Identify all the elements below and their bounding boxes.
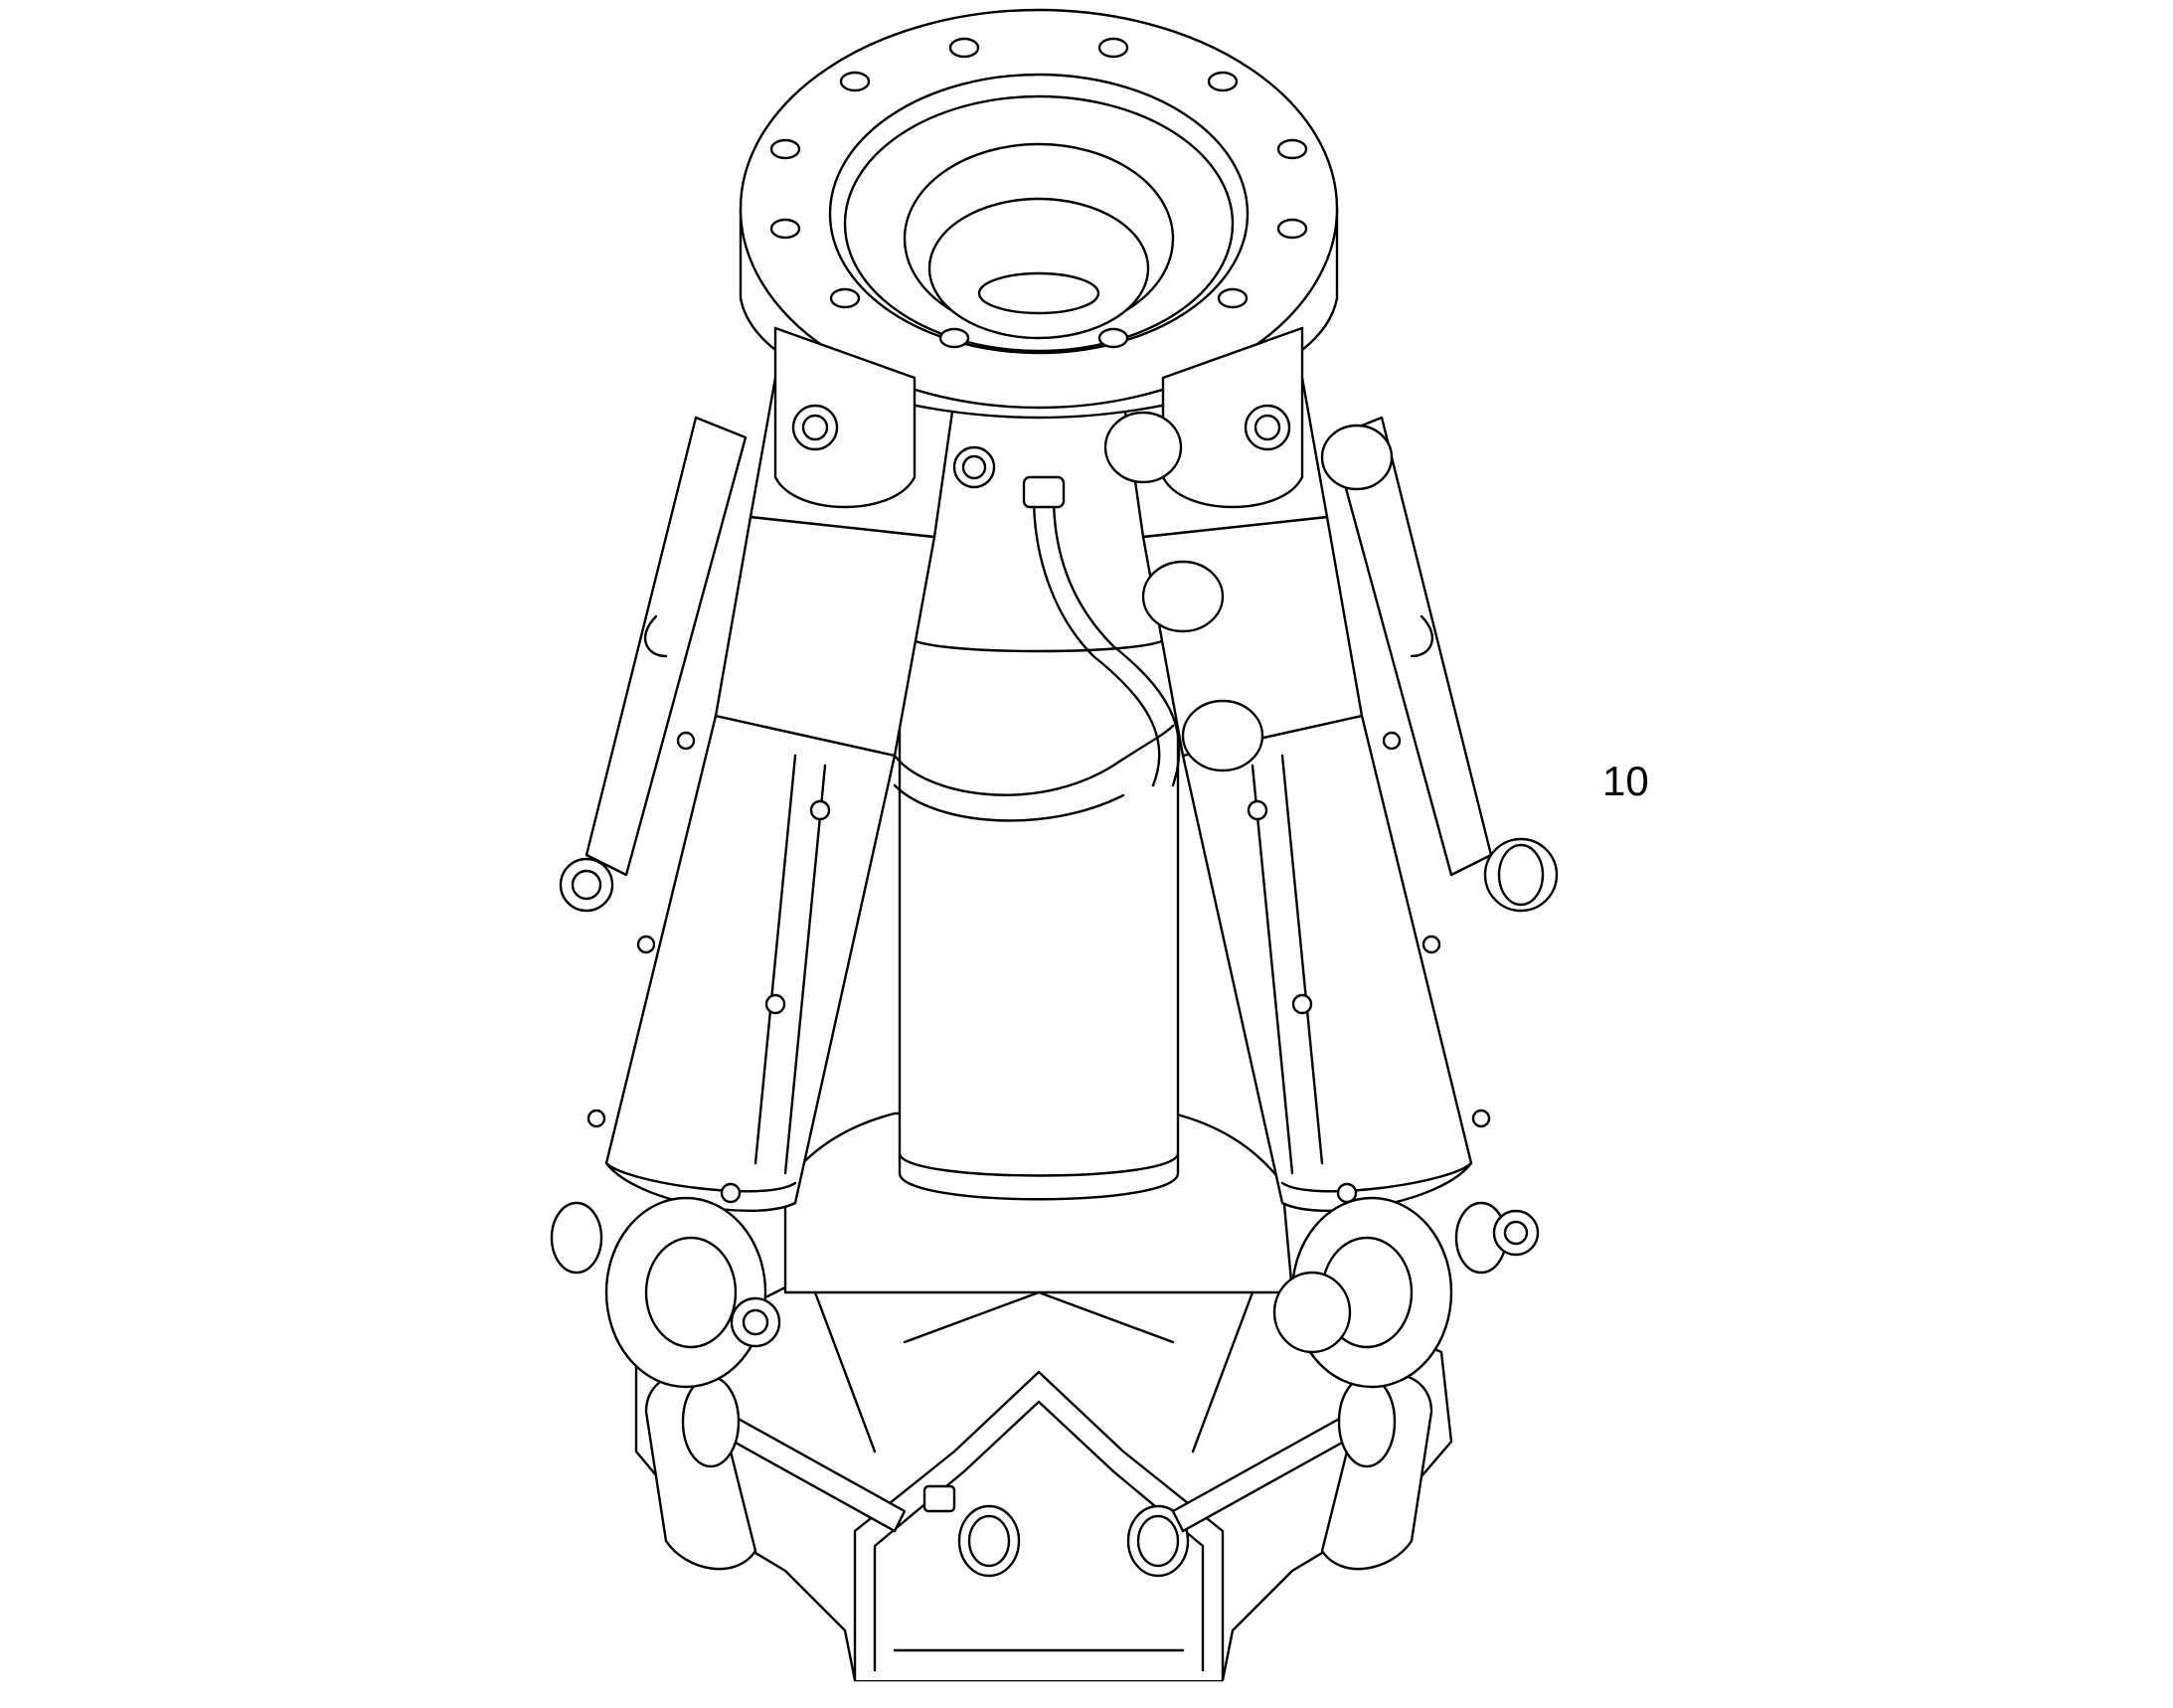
central-mast-tube: [900, 418, 1178, 1199]
rear-struts: [586, 418, 1491, 875]
upper-strut-heads: [775, 328, 1392, 507]
upper-flange: [741, 10, 1337, 418]
callout-number: 10: [1602, 758, 1649, 804]
nuts-and-fittings: [561, 447, 1557, 1346]
lower-strut-eyes: [552, 1198, 1506, 1387]
hydraulic-line: [895, 477, 1262, 820]
